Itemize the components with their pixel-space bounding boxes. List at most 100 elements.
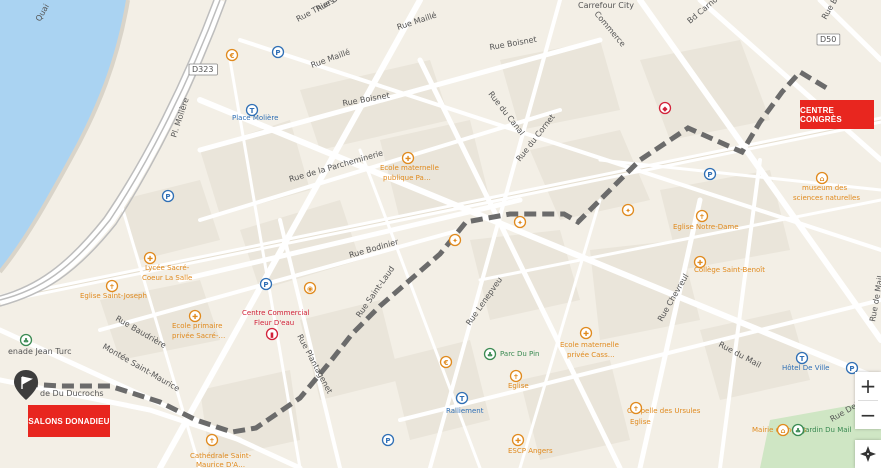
- svg-text:✝: ✝: [699, 213, 705, 221]
- bank-icon[interactable]: €: [225, 48, 239, 62]
- svg-text:♣: ♣: [795, 427, 801, 435]
- road-shield: D323: [188, 63, 218, 76]
- poi-label[interactable]: Hôtel De Ville: [782, 364, 829, 372]
- svg-text:✚: ✚: [405, 155, 411, 163]
- svg-text:✦: ✦: [452, 237, 458, 245]
- church-icon[interactable]: ✝: [105, 279, 119, 293]
- svg-text:P: P: [275, 49, 280, 57]
- svg-text:€: €: [443, 359, 449, 367]
- route-line: [25, 68, 832, 435]
- road-number: D323: [192, 65, 213, 74]
- svg-text:✚: ✚: [192, 313, 198, 321]
- svg-text:⌂: ⌂: [819, 175, 824, 183]
- school-icon[interactable]: ✚: [143, 251, 157, 265]
- school-icon[interactable]: ✚: [401, 151, 415, 165]
- parking-icon[interactable]: P: [381, 433, 395, 447]
- townhall-icon[interactable]: ⌂: [776, 423, 790, 437]
- poi-label[interactable]: Jardin Du Mail: [802, 426, 851, 434]
- poi-label[interactable]: Ecole maternelle: [380, 164, 439, 172]
- poi-label[interactable]: sciences naturelles: [793, 194, 860, 202]
- tram-icon[interactable]: T: [245, 103, 259, 117]
- church-icon[interactable]: ✝: [695, 209, 709, 223]
- start-flag-icon[interactable]: [14, 370, 38, 400]
- poi-label[interactable]: Lycée Sacré-: [145, 264, 190, 272]
- svg-text:◉: ◉: [307, 285, 313, 293]
- poi-label[interactable]: enade Jean Turc: [8, 347, 72, 356]
- museum-icon[interactable]: ⌂: [815, 171, 829, 185]
- poi-label[interactable]: Chapelle des Ursules: [627, 407, 701, 415]
- poi-label[interactable]: Eglise Saint-Joseph: [80, 292, 147, 300]
- start-marker-label[interactable]: SALONS DONADIEU: [28, 405, 110, 437]
- poi-label[interactable]: Eglise: [508, 382, 529, 390]
- poi-label[interactable]: privée Cass…: [567, 351, 615, 359]
- svg-text:P: P: [385, 437, 390, 445]
- svg-text:✝: ✝: [209, 437, 215, 445]
- zoom-controls: + −: [855, 372, 881, 429]
- zoom-in-button[interactable]: +: [859, 374, 877, 398]
- school-icon[interactable]: ✚: [188, 309, 202, 323]
- poi-label[interactable]: Eglise Notre-Dame: [673, 223, 739, 231]
- bank-icon[interactable]: €: [439, 355, 453, 369]
- poi-label[interactable]: Collège Saint-Benoît: [694, 266, 765, 274]
- church-icon[interactable]: ✝: [509, 369, 523, 383]
- svg-text:✚: ✚: [147, 255, 153, 263]
- svg-text:✦: ✦: [625, 207, 631, 215]
- svg-text:✚: ✚: [583, 330, 589, 338]
- bar-icon[interactable]: ✦: [513, 215, 527, 229]
- school-icon[interactable]: ✚: [511, 433, 525, 447]
- svg-text:P: P: [707, 171, 712, 179]
- poi-label[interactable]: publique Pa…: [383, 174, 431, 182]
- svg-text:♣: ♣: [23, 337, 29, 345]
- restaurant-icon[interactable]: ✦: [621, 203, 635, 217]
- zoom-divider: [858, 400, 878, 401]
- parking-icon[interactable]: P: [259, 277, 273, 291]
- church-icon[interactable]: ✝: [205, 433, 219, 447]
- poi-label[interactable]: Maurice D'A…: [196, 461, 245, 468]
- svg-text:P: P: [849, 365, 854, 373]
- mall-icon[interactable]: ▮: [265, 327, 279, 341]
- compass-button[interactable]: [855, 440, 881, 468]
- poi-label[interactable]: Ecole maternelle: [560, 341, 619, 349]
- school-icon[interactable]: ✚: [693, 255, 707, 269]
- parking-icon[interactable]: P: [845, 361, 859, 375]
- park-icon[interactable]: ♣: [19, 333, 33, 347]
- poi-label[interactable]: Place Molière: [232, 114, 278, 122]
- parking-icon[interactable]: P: [703, 167, 717, 181]
- road-number: D50: [820, 35, 836, 44]
- poi-label[interactable]: de Du Ducrochs: [40, 389, 104, 398]
- poi-label[interactable]: Eglise: [630, 418, 651, 426]
- river-maine: [0, 0, 128, 272]
- bar-icon[interactable]: ✦: [448, 233, 462, 247]
- poi-label[interactable]: Coeur La Salle: [142, 274, 192, 282]
- poi-label[interactable]: Cathédrale Saint-: [190, 452, 252, 460]
- poi-label[interactable]: Ecole primaire: [172, 322, 222, 330]
- end-marker-label[interactable]: CENTRE CONGRÈS: [800, 100, 874, 129]
- poi-label[interactable]: museum des: [802, 184, 847, 192]
- poi-label[interactable]: Parc Du Pin: [500, 350, 540, 358]
- park-icon[interactable]: ♣: [791, 423, 805, 437]
- tram-icon[interactable]: T: [795, 351, 809, 365]
- parking-icon[interactable]: P: [271, 45, 285, 59]
- zoom-out-button[interactable]: −: [859, 403, 877, 427]
- park-icon[interactable]: ♣: [483, 347, 497, 361]
- poi-label[interactable]: Fleur D'eau: [254, 319, 294, 327]
- street-label: Carrefour City: [578, 1, 634, 10]
- svg-text:⌂: ⌂: [780, 427, 785, 435]
- poi-label[interactable]: ESCP Angers: [508, 447, 553, 455]
- poi-label[interactable]: Ralliement: [446, 407, 484, 415]
- shop-icon[interactable]: ◆: [658, 101, 672, 115]
- shop-icon[interactable]: ◉: [303, 281, 317, 295]
- poi-label[interactable]: Centre Commercial: [242, 309, 310, 317]
- school-icon[interactable]: ✚: [579, 326, 593, 340]
- poi-label[interactable]: privée Sacré-…: [172, 332, 225, 340]
- parking-icon[interactable]: P: [161, 189, 175, 203]
- tram-icon[interactable]: T: [455, 391, 469, 405]
- svg-text:✝: ✝: [513, 373, 519, 381]
- svg-text:✚: ✚: [515, 437, 521, 445]
- church-icon[interactable]: ✝: [629, 401, 643, 415]
- svg-text:P: P: [165, 193, 170, 201]
